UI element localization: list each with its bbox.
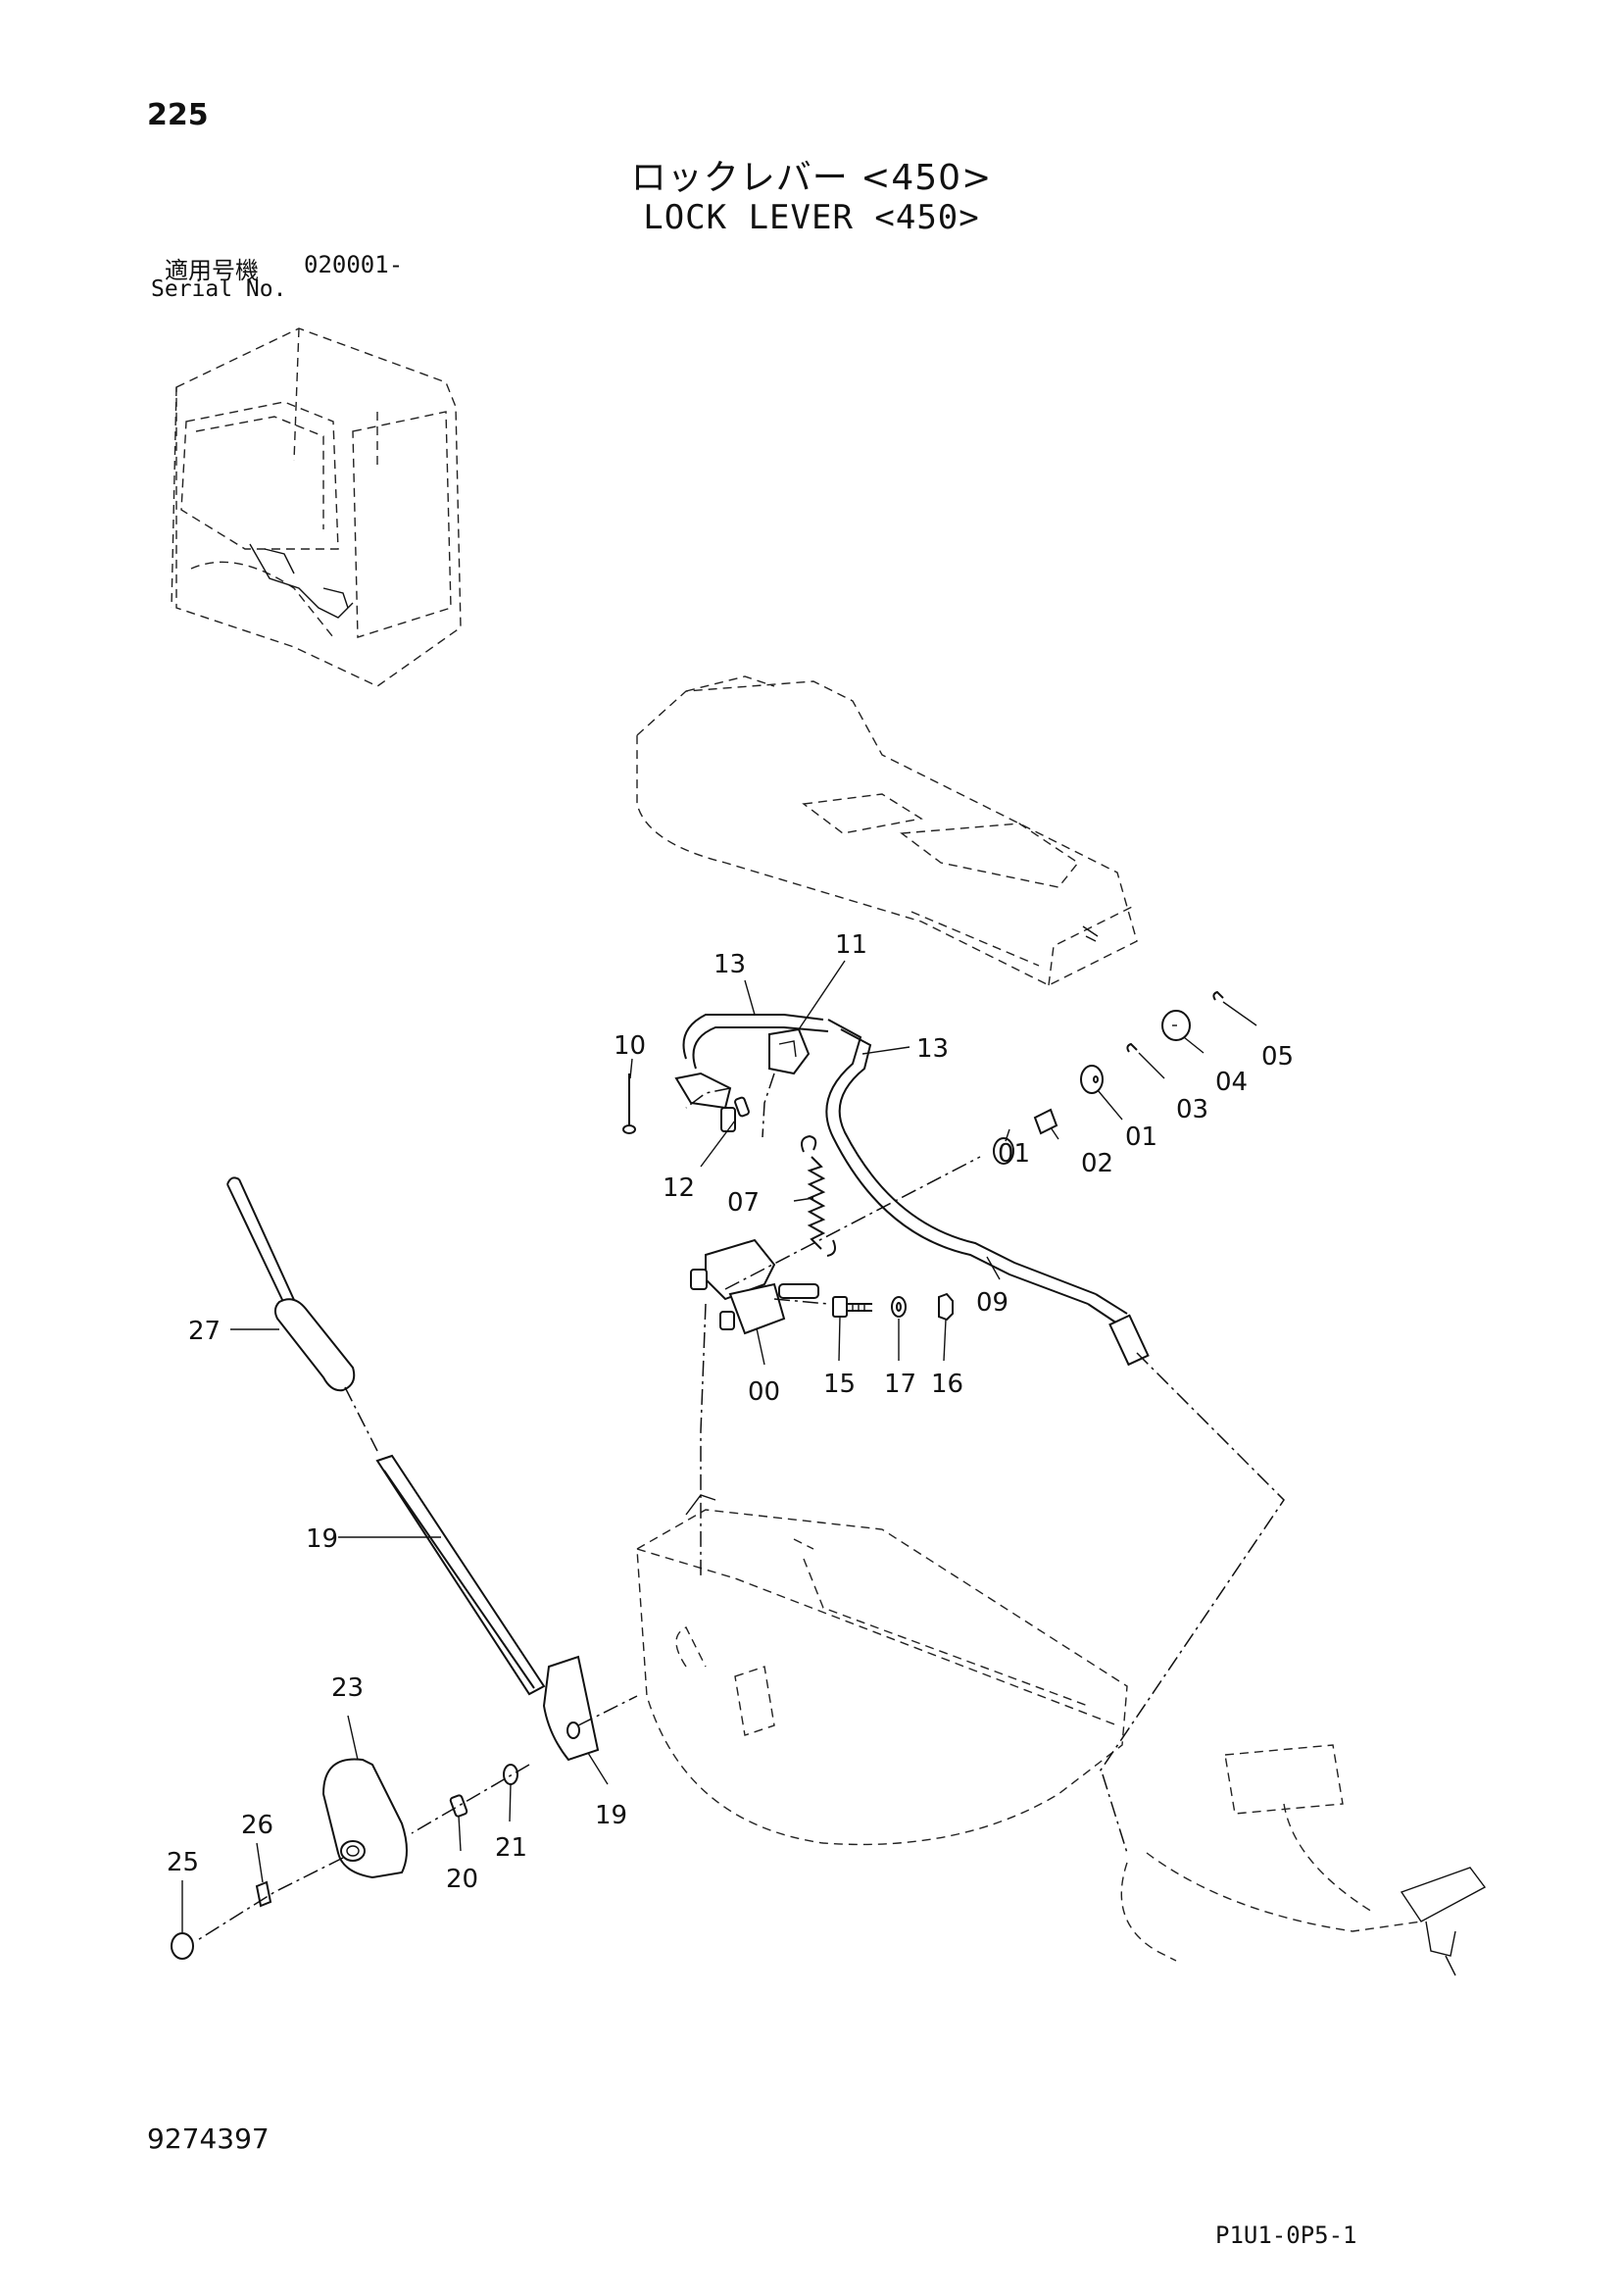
page-code: P1U1-0P5-1 — [1215, 2221, 1357, 2249]
callout-11: 11 — [835, 930, 867, 960]
callout-25: 25 — [167, 1848, 199, 1877]
callout-01-lower: 01 — [998, 1139, 1030, 1169]
washer-21 — [503, 1764, 518, 1785]
console-phantom-outline — [636, 675, 1138, 986]
knob-cover-23 — [321, 1758, 408, 1879]
callout-20: 20 — [446, 1865, 478, 1894]
callout-04: 04 — [1215, 1068, 1248, 1097]
serial-range: 020001- — [304, 251, 404, 278]
lock-switch — [690, 1238, 819, 1335]
lower-cover-phantom-outline — [636, 1494, 1128, 1846]
callout-10: 10 — [614, 1031, 646, 1061]
callout-16: 16 — [931, 1370, 963, 1399]
nut-16 — [938, 1292, 954, 1322]
callout-02: 02 — [1081, 1149, 1113, 1178]
callout-27: 27 — [188, 1317, 221, 1346]
cap-25 — [171, 1932, 194, 1960]
drawing-number: 9274397 — [147, 2122, 270, 2155]
screw-10 — [622, 1073, 636, 1134]
title-english: LOCK LEVER <450> — [643, 198, 980, 237]
callout-labels: 13 11 13 10 12 07 01 02 01 03 04 05 09 0… — [167, 930, 1294, 1894]
lever-rod-19 — [375, 1454, 600, 1762]
serial-label-english: Serial No. — [151, 276, 287, 302]
assembly-centerlines — [195, 1073, 1285, 1942]
washer-17-hole — [896, 1302, 902, 1312]
bolt-20 — [449, 1794, 468, 1818]
snap-ring-05 — [1212, 990, 1224, 1001]
callout-17: 17 — [884, 1370, 916, 1399]
callout-26: 26 — [241, 1811, 273, 1840]
bolt-26 — [255, 1880, 272, 1908]
callout-13-upper: 13 — [713, 950, 746, 979]
cable-assembly — [682, 1014, 1150, 1367]
lever-grip-27 — [226, 1176, 356, 1392]
callout-01-upper: 01 — [1125, 1123, 1157, 1152]
snap-ring-03 — [1126, 1042, 1138, 1053]
bushing-02 — [1033, 1108, 1058, 1135]
callout-21: 21 — [495, 1833, 527, 1863]
callout-03: 03 — [1176, 1095, 1208, 1124]
pin-12 — [734, 1096, 750, 1118]
bolt-15 — [832, 1296, 872, 1318]
callout-05: 05 — [1261, 1042, 1294, 1072]
leader-lines — [181, 960, 1257, 1933]
cab-inset-illustration — [171, 327, 462, 687]
page-number: 225 — [147, 98, 209, 132]
washer-01-upper — [1080, 1065, 1104, 1094]
callout-19-upper: 19 — [306, 1524, 338, 1554]
callout-09: 09 — [976, 1288, 1008, 1318]
washer-01-upper-hole — [1093, 1075, 1099, 1083]
harness-phantom-outline — [1120, 1744, 1487, 1976]
callout-12: 12 — [663, 1173, 695, 1203]
title-japanese: ロックレバー <450> — [630, 158, 993, 198]
spring-07 — [801, 1134, 836, 1257]
callout-15: 15 — [823, 1370, 856, 1399]
switch-bracket — [674, 1027, 811, 1132]
serial-label-japanese: 適用号機 — [165, 257, 259, 284]
callout-13-right: 13 — [916, 1034, 949, 1064]
callout-00: 00 — [748, 1377, 780, 1407]
washer-01-lower — [993, 1137, 1014, 1165]
callout-19-lower: 19 — [595, 1801, 627, 1830]
callout-23: 23 — [331, 1673, 364, 1703]
callout-07: 07 — [727, 1188, 760, 1218]
